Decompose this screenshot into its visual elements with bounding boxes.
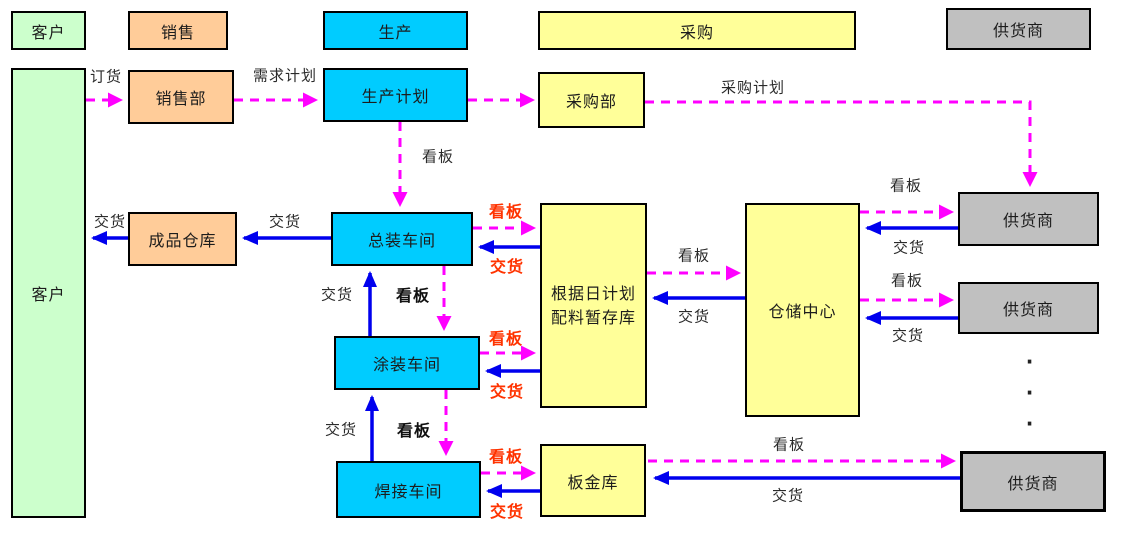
node-sales-dept: 销售部: [128, 70, 234, 124]
edge-label-kanban-painting-welding: 看板: [396, 421, 432, 440]
edge-label-kanban-production-assembly: 看板: [421, 147, 455, 166]
edge-label-purchase-plan: 采购计划: [720, 78, 786, 97]
lane-header-purchasing: 采购: [538, 11, 856, 50]
node-purchasing-dept: 采购部: [538, 72, 645, 128]
node-assembly-shop: 总装车间: [331, 212, 473, 266]
edge-label-delivery-warehousecenter-storage: 交货: [677, 307, 711, 326]
edge-label-delivery-storage-assembly: 交货: [489, 257, 525, 276]
node-sheet-metal-warehouse: 板金库: [540, 444, 646, 517]
suppliers-ellipsis: . . .: [1025, 344, 1035, 431]
edge-label-kanban-warehousecenter-supplier1: 看板: [889, 176, 923, 195]
edge-label-order: 订货: [89, 67, 123, 86]
edge-label-kanban-painting-storage: 看板: [488, 329, 524, 348]
node-production-plan: 生产计划: [323, 68, 468, 122]
edge-label-kanban-storage-warehousecenter: 看板: [677, 246, 711, 265]
lane-header-production: 生产: [323, 11, 468, 50]
lane-header-supplier: 供货商: [946, 8, 1091, 50]
edge-label-delivery-supplier1-warehousecenter: 交货: [892, 238, 926, 257]
node-painting-shop: 涂装车间: [334, 336, 480, 390]
node-welding-shop: 焊接车间: [336, 461, 481, 518]
edge-label-kanban-assembly-painting: 看板: [395, 286, 431, 305]
edge-label-delivery-warehouse-customer: 交货: [93, 212, 127, 231]
edge-label-demand-plan: 需求计划: [252, 66, 318, 85]
lane-header-customer: 客户: [11, 11, 86, 50]
edge-label-kanban-warehousecenter-supplier2: 看板: [890, 271, 924, 290]
node-customer: 客户: [11, 68, 86, 518]
edge-label-delivery-painting-assembly: 交货: [320, 285, 354, 304]
edge-label-delivery-storage-painting: 交货: [489, 382, 525, 401]
edge-label-delivery-sheetmetal-welding: 交货: [489, 502, 525, 521]
edge-label-delivery-welding-painting: 交货: [324, 420, 358, 439]
edge-label-delivery-assembly-warehouse: 交货: [268, 212, 302, 231]
lane-header-sales: 销售: [128, 11, 228, 50]
node-warehouse-center: 仓储中心: [745, 203, 860, 417]
node-supplier-2: 供货商: [958, 282, 1099, 334]
edge-label-kanban-welding-sheetmetal: 看板: [488, 447, 524, 466]
edge-label-kanban-sheetmetal-supplier3: 看板: [772, 435, 806, 454]
edge-label-kanban-assembly-storage: 看板: [488, 202, 524, 221]
node-daily-plan-storage: 根据日计划 配料暂存库: [540, 203, 647, 408]
node-supplier-3: 供货商: [960, 451, 1106, 512]
node-supplier-1: 供货商: [958, 192, 1099, 246]
edge-label-delivery-supplier3-sheetmetal: 交货: [771, 486, 805, 505]
edge-label-delivery-supplier2-warehousecenter: 交货: [891, 326, 925, 345]
arrow-purchase-plan: [645, 100, 1038, 187]
node-finished-goods-warehouse: 成品仓库: [128, 212, 237, 266]
